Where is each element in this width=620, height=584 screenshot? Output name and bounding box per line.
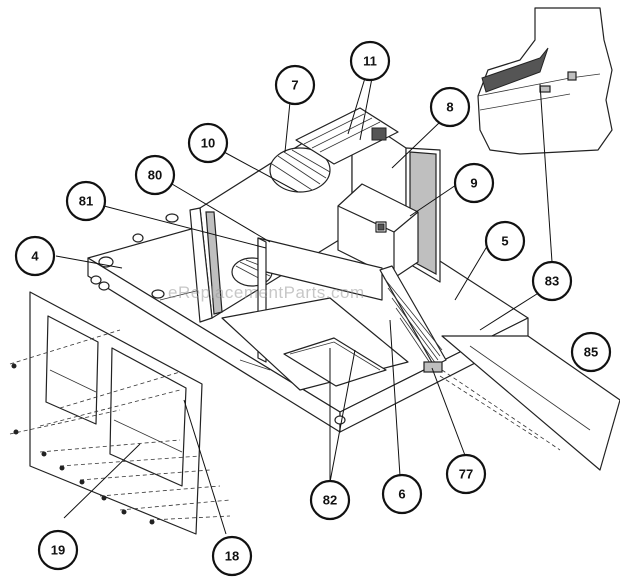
callout-81: 81 <box>65 180 107 222</box>
svg-text:77: 77 <box>459 467 473 482</box>
svg-text:8: 8 <box>446 100 453 115</box>
svg-text:18: 18 <box>225 549 239 564</box>
center-compartment <box>221 237 409 391</box>
svg-text:9: 9 <box>470 176 477 191</box>
top-rail-assembly <box>295 107 399 165</box>
svg-text:85: 85 <box>584 345 598 360</box>
svg-text:6: 6 <box>398 487 405 502</box>
callout-19: 19 <box>37 529 79 571</box>
svg-text:7: 7 <box>291 78 298 93</box>
svg-text:83: 83 <box>545 274 559 289</box>
svg-text:82: 82 <box>323 493 337 508</box>
callout-5: 5 <box>484 220 526 262</box>
svg-text:4: 4 <box>31 249 39 264</box>
heat-exchanger <box>379 265 447 373</box>
svg-text:5: 5 <box>501 234 508 249</box>
leader-lines <box>55 77 553 535</box>
duct-housing <box>337 183 419 279</box>
svg-text:81: 81 <box>79 194 93 209</box>
front-access-panel <box>29 291 203 535</box>
callout-11: 11 <box>349 40 391 82</box>
callout-4: 4 <box>14 235 56 277</box>
svg-text:11: 11 <box>363 54 377 69</box>
side-panel <box>441 335 620 471</box>
detail-inset <box>477 7 613 155</box>
watermark-text: eReplacementParts.com <box>168 283 365 302</box>
callout-77: 77 <box>445 453 487 495</box>
callout-8: 8 <box>429 86 471 128</box>
callout-6: 6 <box>381 473 423 515</box>
callout-7: 7 <box>274 64 316 106</box>
svg-text:10: 10 <box>201 136 215 151</box>
callout-83: 83 <box>531 260 573 302</box>
svg-text:19: 19 <box>51 543 65 558</box>
callout-80: 80 <box>134 154 176 196</box>
callout-82: 82 <box>309 479 351 521</box>
svg-text:80: 80 <box>148 168 162 183</box>
callout-10: 10 <box>187 122 229 164</box>
fastener-lines <box>9 329 561 525</box>
callout-18: 18 <box>211 535 253 577</box>
callout-85: 85 <box>570 331 612 373</box>
callout-9: 9 <box>453 162 495 204</box>
